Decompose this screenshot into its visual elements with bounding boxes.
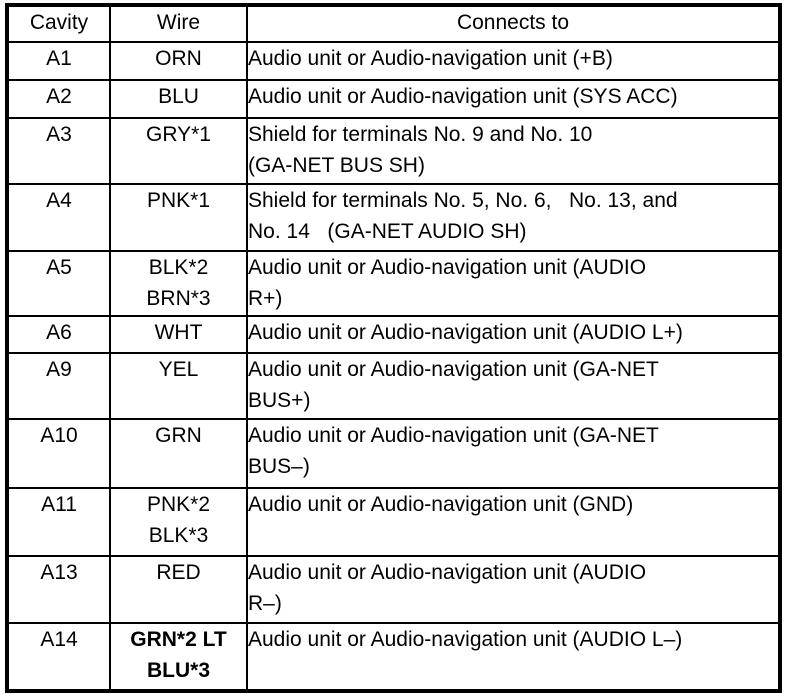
cell-connects-to: Audio unit or Audio-navigation unit (GA-… — [246, 418, 781, 489]
cell-wire: GRN*2 LT BLU*3 — [109, 622, 248, 692]
cell-text-line: PNK*2 — [146, 493, 211, 516]
cell-wire: RED — [109, 555, 248, 624]
cell-cavity: A6 — [6, 315, 111, 354]
cell-cavity: A10 — [6, 418, 111, 489]
cell-connects-to: Audio unit or Audio-navigation unit (GA-… — [246, 352, 781, 420]
cell-cavity: A3 — [6, 117, 111, 185]
cell-connects-to: Audio unit or Audio-navigation unit (SYS… — [246, 79, 781, 119]
cell-connects-to: Shield for terminals No. 5, No. 6, No. 1… — [246, 183, 781, 252]
cell-text-line: Audio unit or Audio-navigation unit (GA-… — [248, 424, 659, 447]
cell-text-line: Audio unit or Audio-navigation unit (AUD… — [248, 561, 647, 584]
cell-wire: GRY*1 — [109, 117, 248, 185]
cell-cavity: A5 — [6, 250, 111, 317]
cell-text-line: No. 14 (GA-NET AUDIO SH) — [248, 220, 527, 243]
table-row: A14 GRN*2 LT BLU*3 Audio unit or Audio-navi… — [6, 622, 781, 692]
cell-wire: WHT — [109, 315, 248, 354]
cell-wire: YEL — [109, 352, 248, 420]
column-header-wire: Wire — [109, 4, 248, 43]
cell-connects-to: Audio unit or Audio-navigation unit (AUD… — [246, 555, 781, 624]
table-header: Cavity Wire Connects to — [6, 4, 781, 43]
column-header-connects-to: Connects to — [246, 4, 781, 43]
cell-text-line: BLK*2 — [148, 256, 209, 279]
cell-text-line: (GA-NET BUS SH) — [248, 154, 425, 177]
cell-connects-to: Audio unit or Audio-navigation unit (AUD… — [246, 622, 781, 692]
cell-cavity: A2 — [6, 79, 111, 119]
cell-text-line: Shield for terminals No. 9 and No. 10 — [248, 123, 593, 146]
cell-text-line: Shield for terminals No. 5, No. 6, No. 1… — [248, 189, 678, 212]
cell-text-line: Audio unit or Audio-navigation unit (AUD… — [248, 256, 647, 279]
cell-wire: ORN — [109, 41, 248, 81]
cell-connects-to: Audio unit or Audio-navigation unit (AUD… — [246, 250, 781, 317]
cell-connects-to: Audio unit or Audio-navigation unit (+B) — [246, 41, 781, 81]
cell-wire: BLU — [109, 79, 248, 119]
header-row: Cavity Wire Connects to — [6, 4, 781, 43]
cell-text-line: R–) — [248, 592, 282, 615]
cell-text-line: R+) — [248, 287, 283, 310]
cell-connects-to: Audio unit or Audio-navigation unit (AUD… — [246, 315, 781, 354]
cell-cavity: A4 — [6, 183, 111, 252]
cell-cavity: A13 — [6, 555, 111, 624]
cell-text-line: BLU*3 — [146, 659, 210, 682]
cell-text-line: BUS+) — [248, 389, 311, 412]
cell-text-line: BLK*3 — [148, 524, 209, 547]
column-header-cavity: Cavity — [6, 4, 111, 43]
cell-text-line: Audio unit or Audio-navigation unit (GA-… — [248, 358, 659, 381]
cell-connects-to: Audio unit or Audio-navigation unit (GND… — [246, 487, 781, 557]
cell-cavity: A9 — [6, 352, 111, 420]
cell-wire: PNK*1 — [109, 183, 248, 252]
cell-text-line: BUS–) — [248, 455, 310, 478]
cell-cavity: A14 — [6, 622, 111, 692]
cell-wire: GRN — [109, 418, 248, 489]
cell-cavity: A11 — [6, 487, 111, 557]
cell-connects-to: Shield for terminals No. 9 and No. 10 (GA… — [246, 117, 781, 185]
cell-cavity: A1 — [6, 41, 111, 81]
cell-text-line: BRN*3 — [146, 287, 211, 310]
cell-text-line: GRN*2 LT — [130, 628, 227, 651]
